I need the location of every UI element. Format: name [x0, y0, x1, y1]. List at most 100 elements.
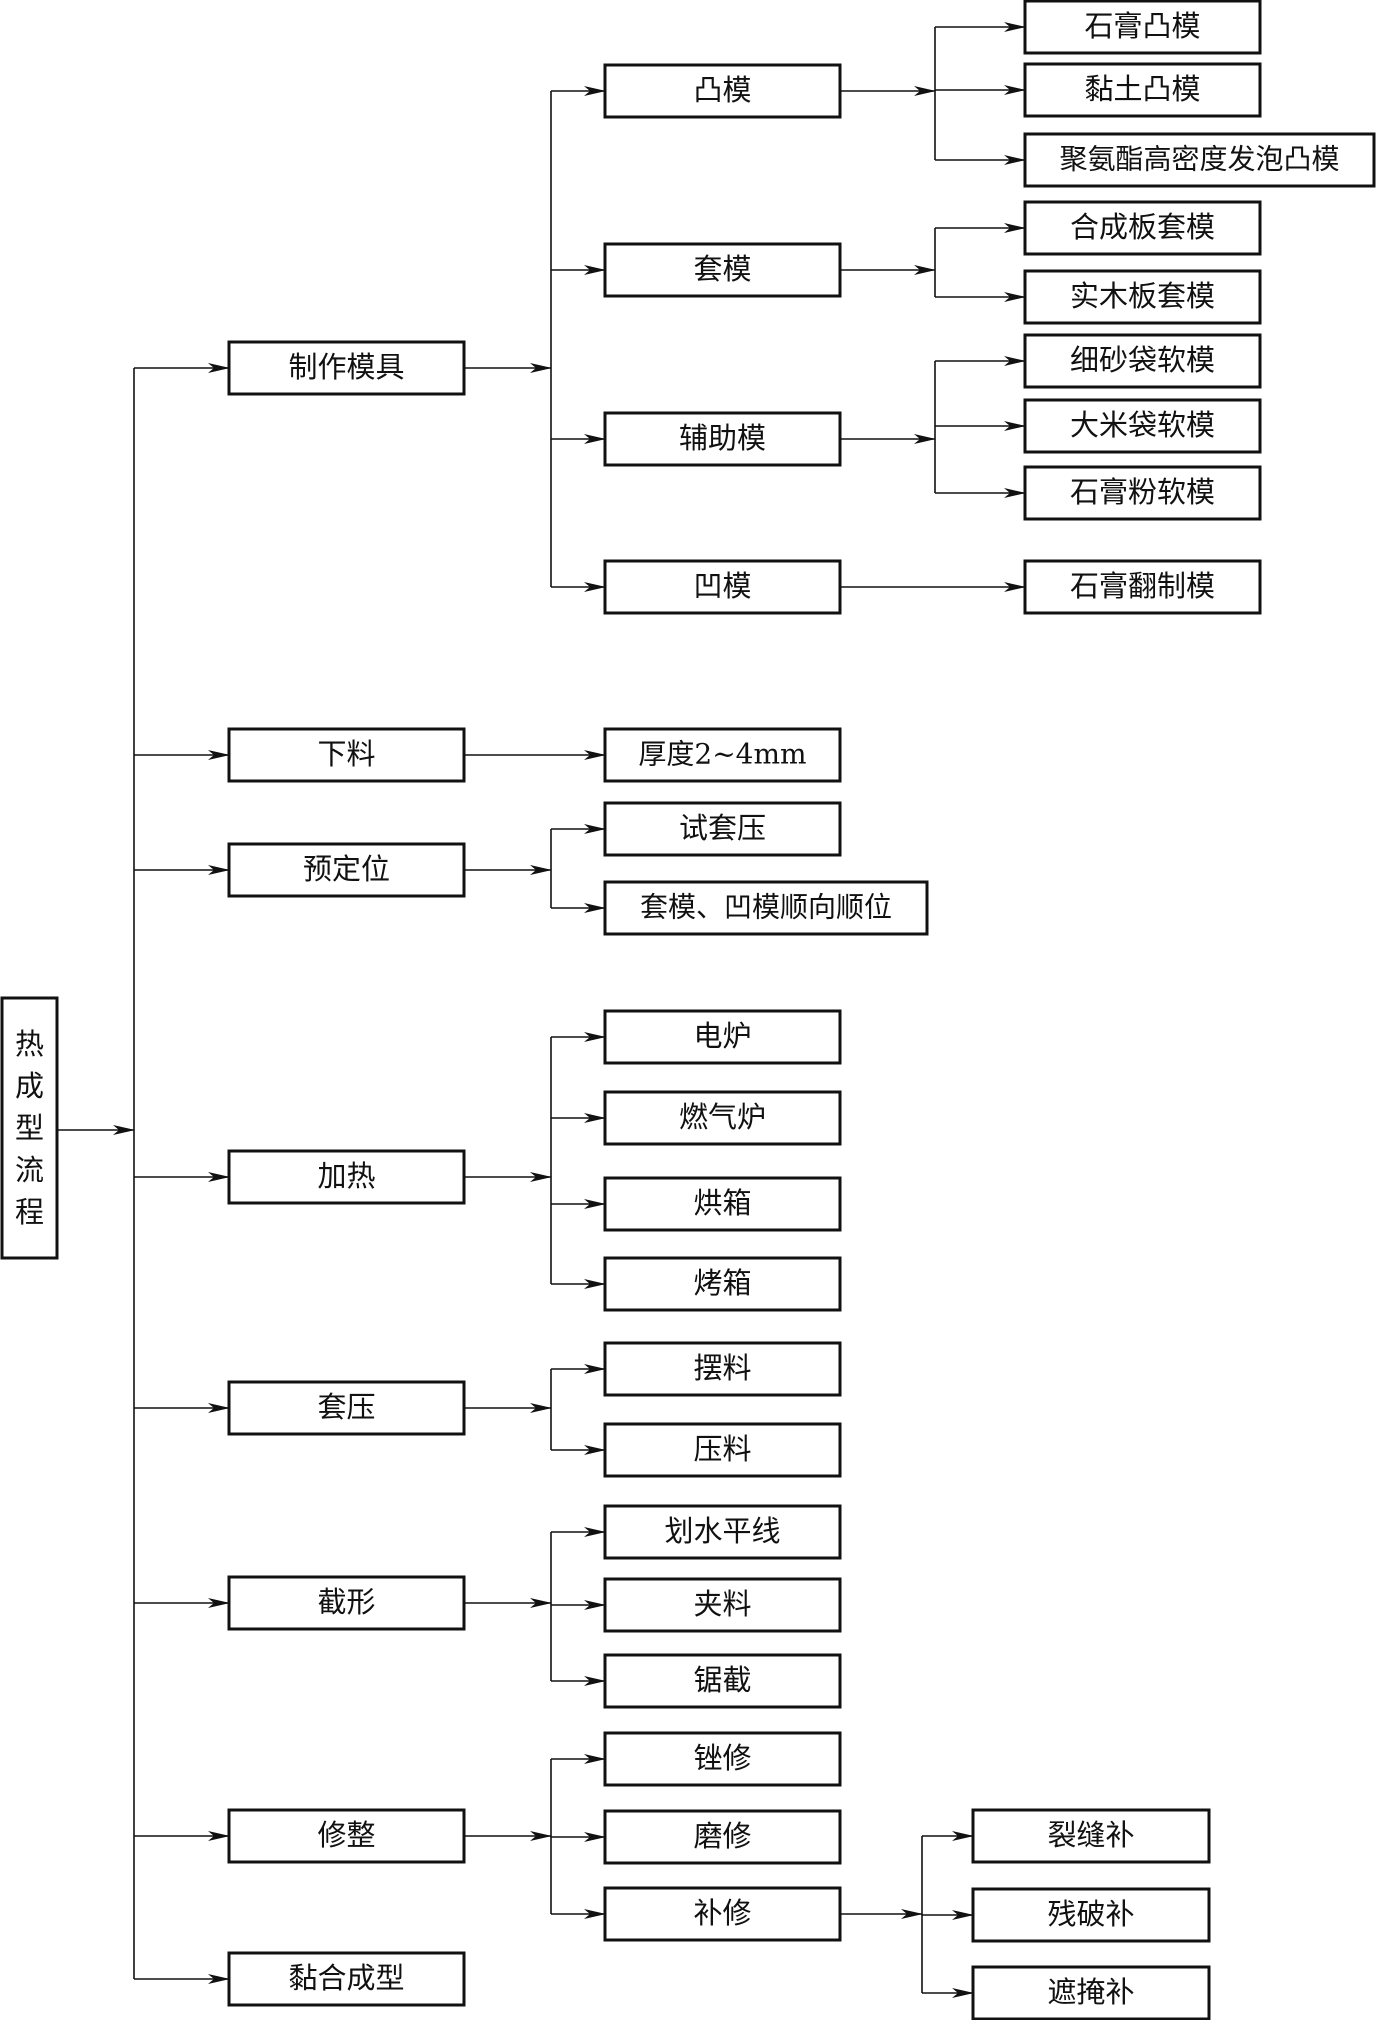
substep-node-3-0-box	[603, 1009, 842, 1065]
substep-node-0-2-box	[603, 411, 842, 467]
substep-node-2-0: 试套压	[603, 801, 842, 857]
step-node-1-box	[227, 727, 466, 783]
substep-node-2-0-box	[603, 801, 842, 857]
substep-node-2-1: 套模、凹模顺向顺位	[603, 880, 929, 936]
substep-node-5-2: 锯截	[603, 1653, 842, 1709]
step-node-4-box	[227, 1380, 466, 1436]
step-node-5-box	[227, 1575, 466, 1631]
leaf-node-6-2-0: 裂缝补	[971, 1808, 1211, 1864]
leaf-node-0-1-0-box	[1023, 200, 1262, 256]
substep-node-2-1-box	[603, 880, 929, 936]
leaf-node-6-2-1: 残破补	[971, 1887, 1211, 1943]
substep-node-3-3-label: 烤箱	[693, 1266, 751, 1300]
substep-node-6-1: 磨修	[603, 1809, 842, 1865]
substep-node-0-1-label: 套模	[693, 252, 751, 286]
substep-node-6-0: 锉修	[603, 1731, 842, 1787]
leaf-node-0-0-1: 黏土凸模	[1023, 62, 1262, 118]
leaf-node-0-1-1-box	[1023, 269, 1262, 325]
substep-node-3-3: 烤箱	[603, 1256, 842, 1312]
step-node-2-label: 预定位	[303, 852, 390, 886]
substep-node-6-1-label: 磨修	[693, 1819, 751, 1853]
substep-node-0-2-label: 辅助模	[679, 421, 766, 455]
step-node-0-label: 制作模具	[288, 350, 404, 384]
root-process-label: 热成型流程	[15, 1027, 44, 1229]
substep-node-6-0-box	[603, 1731, 842, 1787]
substep-node-0-3-label: 凹模	[693, 569, 751, 603]
substep-node-2-1-label: 套模、凹模顺向顺位	[640, 891, 892, 924]
leaf-node-0-1-0-label: 合成板套模	[1070, 210, 1215, 244]
leaf-node-6-2-1-label: 残破补	[1047, 1897, 1134, 1931]
leaf-node-0-2-0-box	[1023, 333, 1262, 389]
substep-node-3-2: 烘箱	[603, 1176, 842, 1232]
leaf-node-0-0-2-label: 聚氨酯高密度发泡凸模	[1059, 143, 1339, 176]
step-node-6-box	[227, 1808, 466, 1864]
leaf-node-0-0-1-box	[1023, 62, 1262, 118]
leaf-node-0-2-0: 细砂袋软模	[1023, 333, 1262, 389]
leaf-node-0-0-2-box	[1023, 132, 1376, 188]
substep-node-6-0-label: 锉修	[693, 1741, 751, 1775]
leaf-node-0-0-2: 聚氨酯高密度发泡凸模	[1023, 132, 1376, 188]
substep-node-3-3-box	[603, 1256, 842, 1312]
substep-node-5-1: 夹料	[603, 1577, 842, 1633]
substep-node-3-1-box	[603, 1090, 842, 1146]
step-node-1-label: 下料	[317, 737, 375, 771]
leaf-node-0-3-0: 石膏翻制模	[1023, 559, 1262, 615]
step-node-4: 套压	[227, 1380, 466, 1436]
substep-node-3-0-label: 电炉	[693, 1019, 751, 1053]
step-node-6: 修整	[227, 1808, 466, 1864]
substep-node-3-1-label: 燃气炉	[679, 1100, 766, 1134]
leaf-node-0-2-1-label: 大米袋软模	[1070, 408, 1215, 442]
substep-node-0-2: 辅助模	[603, 411, 842, 467]
substep-node-1-0: 厚度2~4mm	[603, 727, 842, 783]
substep-node-4-1: 压料	[603, 1422, 842, 1478]
leaf-node-0-1-0: 合成板套模	[1023, 200, 1262, 256]
substep-node-3-0: 电炉	[603, 1009, 842, 1065]
step-node-2: 预定位	[227, 842, 466, 898]
substep-node-1-0-box	[603, 727, 842, 783]
step-node-3-label: 加热	[317, 1159, 375, 1193]
substep-node-0-0: 凸模	[603, 63, 842, 119]
substep-node-0-0-label: 凸模	[693, 73, 751, 107]
leaf-node-6-2-0-label: 裂缝补	[1047, 1818, 1134, 1852]
substep-node-4-1-label: 压料	[693, 1432, 751, 1466]
substep-node-5-2-label: 锯截	[693, 1663, 751, 1697]
substep-node-6-2-box	[603, 1886, 842, 1942]
step-node-2-box	[227, 842, 466, 898]
step-node-4-label: 套压	[317, 1390, 375, 1424]
step-node-7: 黏合成型	[227, 1951, 466, 2007]
substep-node-6-2: 补修	[603, 1886, 842, 1942]
step-node-5-label: 截形	[317, 1585, 375, 1619]
substep-node-6-2-label: 补修	[693, 1896, 751, 1930]
substep-node-5-0-box	[603, 1504, 842, 1560]
leaf-node-0-3-0-label: 石膏翻制模	[1070, 569, 1215, 603]
leaf-node-0-1-1: 实木板套模	[1023, 269, 1262, 325]
leaf-node-0-0-0-box	[1023, 0, 1262, 55]
root-process-box	[0, 996, 59, 1260]
leaf-node-6-2-1-box	[971, 1887, 1211, 1943]
leaf-node-0-2-0-label: 细砂袋软模	[1070, 343, 1215, 377]
leaf-node-0-2-2: 石膏粉软模	[1023, 465, 1262, 521]
step-node-5: 截形	[227, 1575, 466, 1631]
substep-node-4-0-box	[603, 1341, 842, 1397]
substep-node-3-2-label: 烘箱	[693, 1186, 751, 1220]
leaf-node-0-3-0-box	[1023, 559, 1262, 615]
leaf-node-6-2-2-label: 遮掩补	[1047, 1975, 1134, 2009]
leaf-node-0-0-0: 石膏凸模	[1023, 0, 1262, 55]
step-node-7-label: 黏合成型	[288, 1961, 404, 1995]
leaf-node-6-2-2: 遮掩补	[971, 1965, 1211, 2020]
substep-node-0-3-box	[603, 559, 842, 615]
step-node-3-box	[227, 1149, 466, 1205]
substep-node-2-0-label: 试套压	[679, 811, 766, 845]
substep-node-5-0-label: 划水平线	[664, 1514, 780, 1548]
substep-node-0-3: 凹模	[603, 559, 842, 615]
substep-node-5-2-box	[603, 1653, 842, 1709]
step-node-1: 下料	[227, 727, 466, 783]
step-node-0: 制作模具	[227, 340, 466, 396]
leaf-node-0-1-1-label: 实木板套模	[1070, 279, 1215, 313]
substep-node-1-0-label: 厚度2~4mm	[638, 738, 806, 771]
substep-node-4-0: 摆料	[603, 1341, 842, 1397]
substep-node-4-0-label: 摆料	[693, 1351, 751, 1385]
leaf-node-0-2-1-box	[1023, 398, 1262, 454]
